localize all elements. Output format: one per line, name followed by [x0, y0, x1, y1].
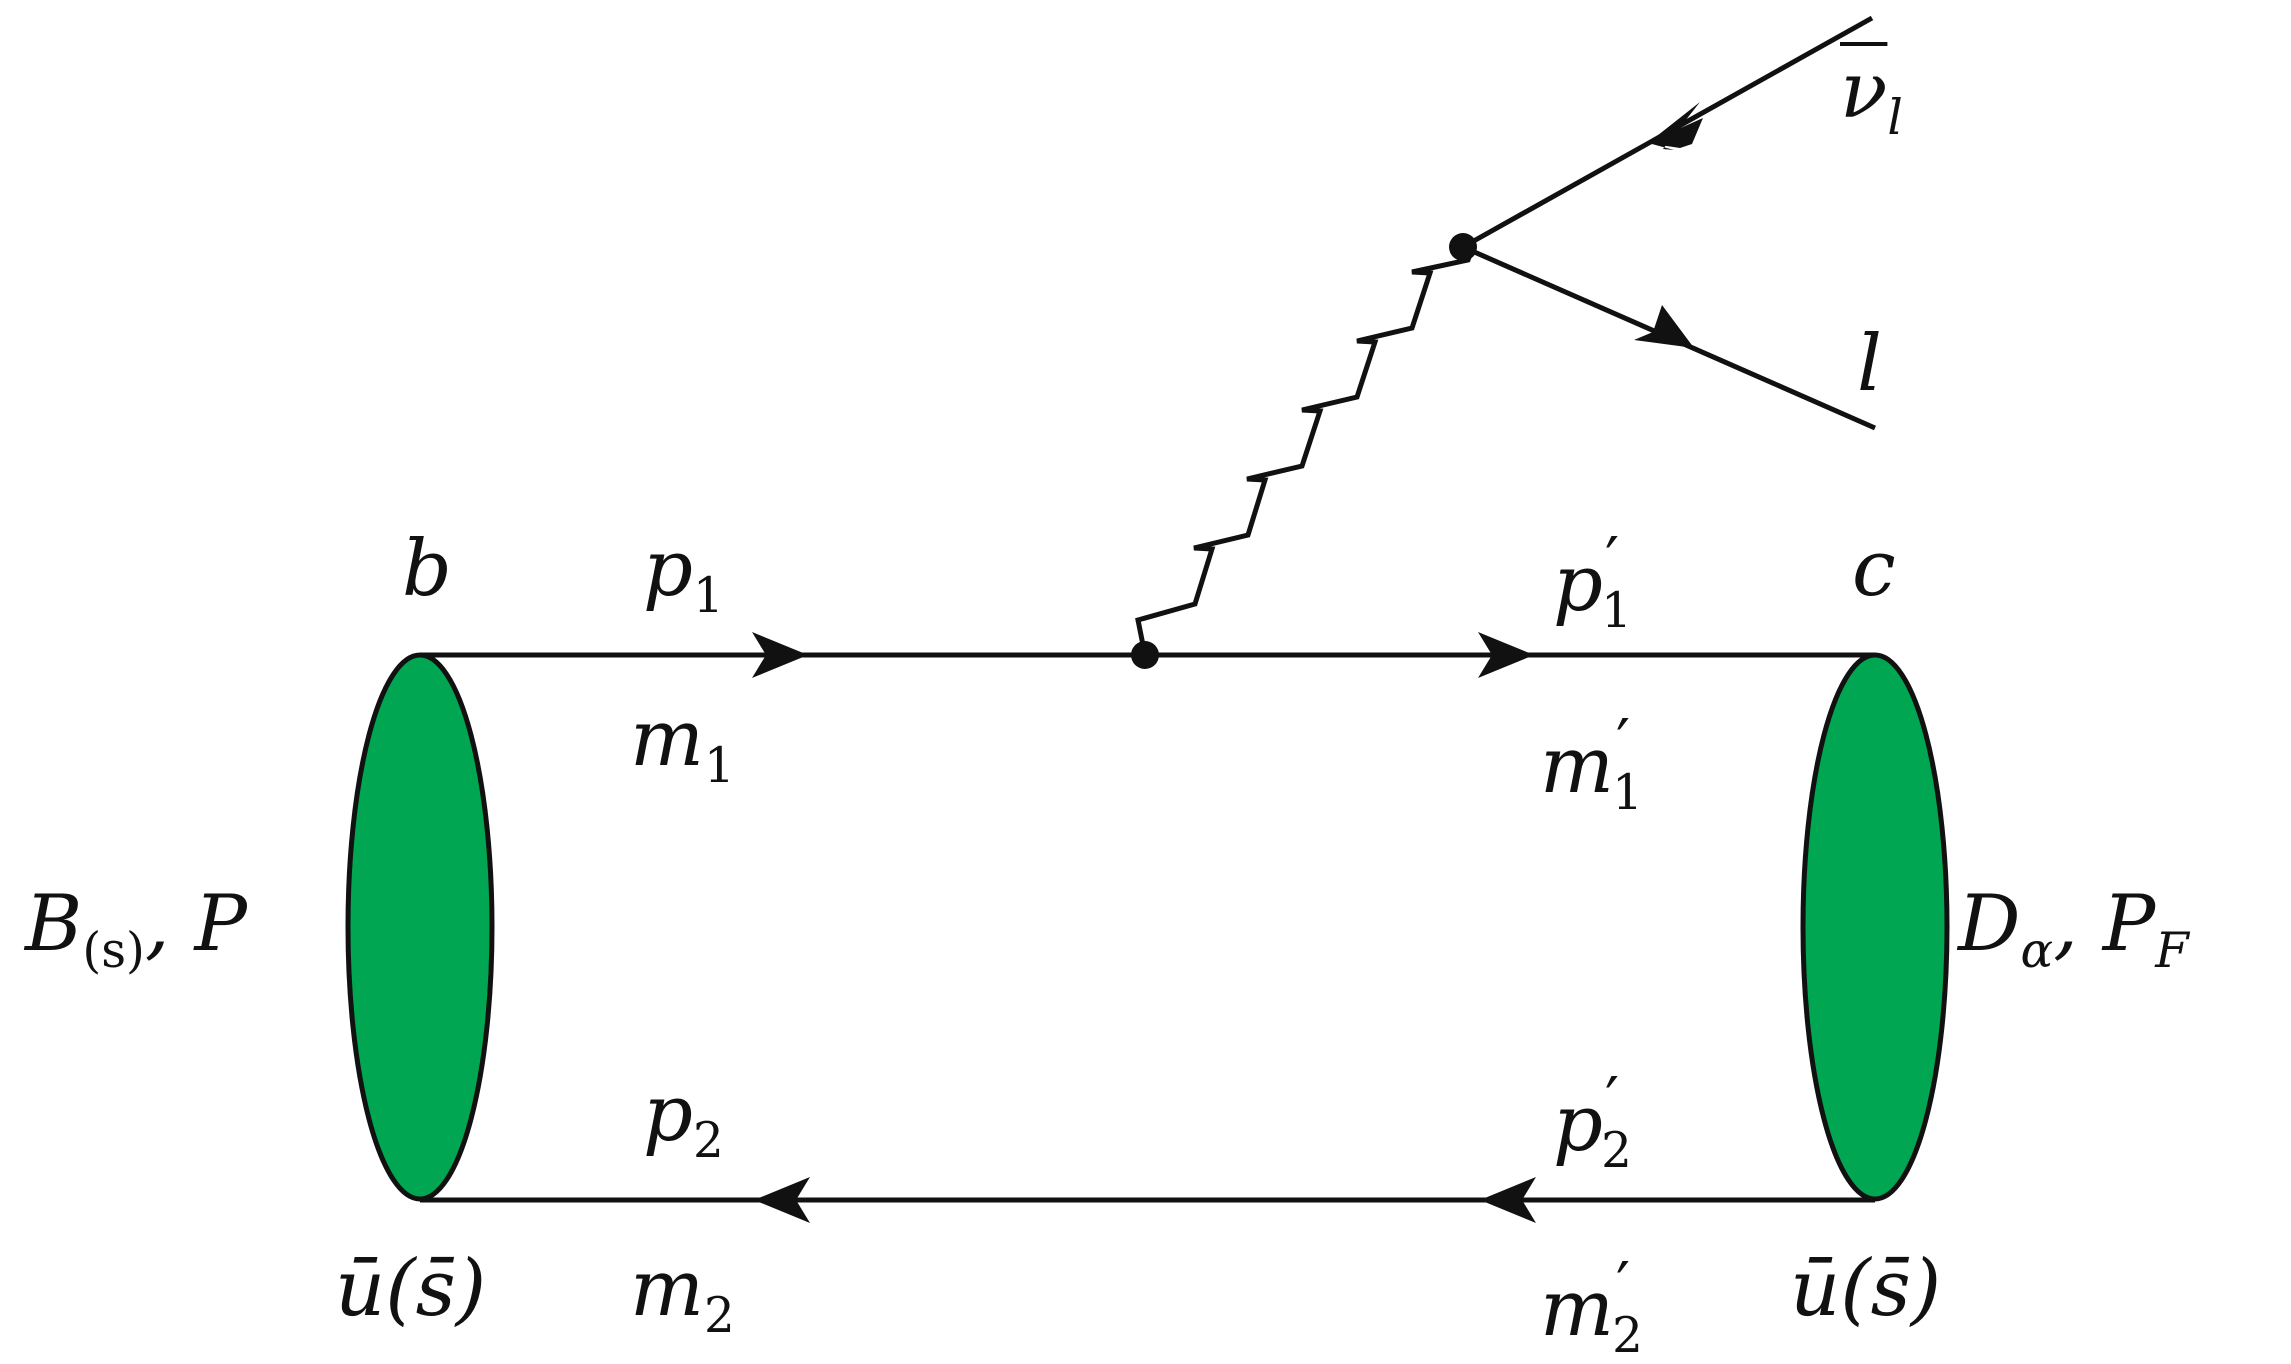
label-c: c: [1852, 524, 1896, 614]
lepton-vertex: [1449, 233, 1477, 261]
label-antiquark-left: ū(s̄): [335, 1244, 487, 1334]
arrow-bottom-right: [1480, 1177, 1536, 1223]
arrow-bottom-left: [754, 1177, 810, 1223]
arrow-lepton: [1634, 305, 1694, 348]
label-antiquark-right: ū(s̄): [1790, 1244, 1942, 1334]
label-lepton: l: [1857, 319, 1882, 409]
w-boson-line: [1135, 246, 1476, 656]
arrow-top-right: [1478, 632, 1534, 678]
label-b: b: [402, 524, 452, 614]
label-p1: p1: [643, 524, 724, 624]
label-initial-meson: B(s), P: [25, 879, 247, 979]
label-m2: m2: [630, 1244, 735, 1344]
label-p1-prime: p′1: [1553, 524, 1632, 639]
label-final-meson: Dα, PF: [1958, 879, 2189, 979]
label-m2-prime: m′2: [1540, 1249, 1643, 1364]
initial-meson-blob: [345, 652, 495, 1202]
arrow-neutrino-head: [1647, 118, 1703, 148]
label-m1: m1: [630, 694, 735, 794]
arrow-top-left: [752, 632, 808, 678]
label-antineutrino: νl: [1840, 46, 1903, 146]
quark-vertex: [1131, 641, 1159, 669]
label-p2: p2: [643, 1069, 724, 1169]
final-meson-blob: [1800, 652, 1950, 1202]
label-p2-prime: p′2: [1553, 1064, 1632, 1179]
label-m1-prime: m′1: [1540, 706, 1643, 821]
